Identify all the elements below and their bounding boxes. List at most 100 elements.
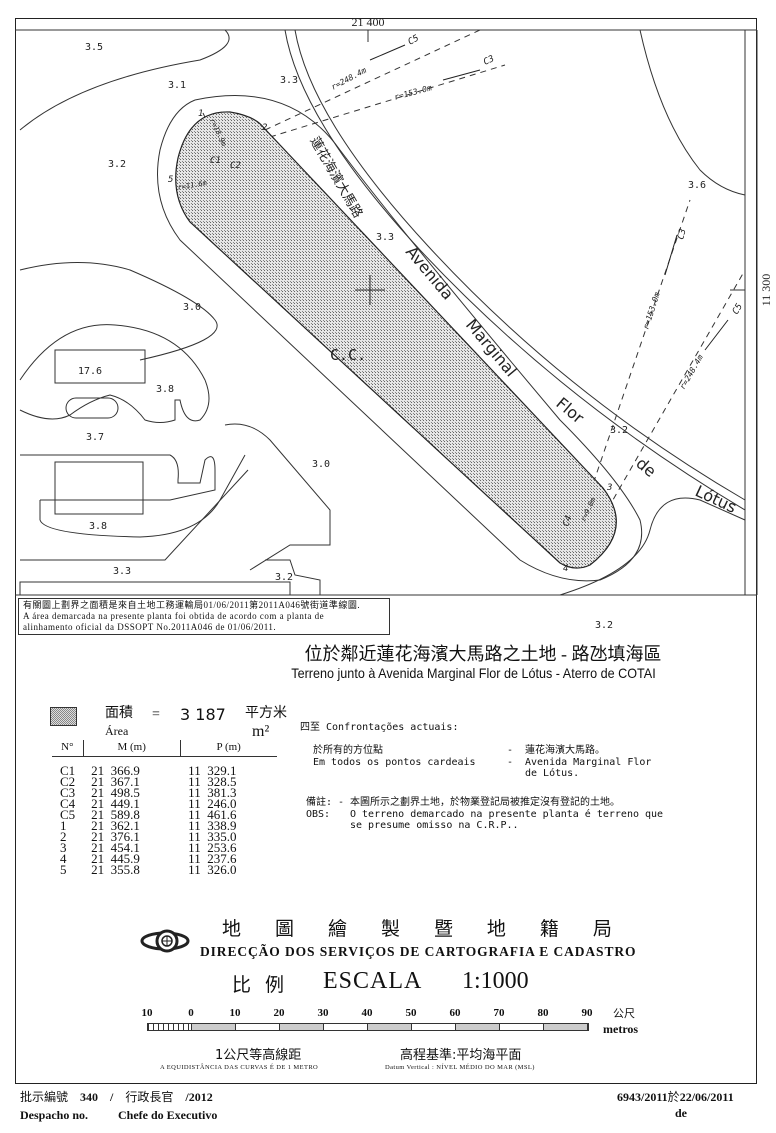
- title-zh: 位於鄰近蓮花海濱大馬路之土地 - 路氹填海區: [304, 644, 662, 664]
- elevation-label: 3.3: [376, 232, 394, 243]
- elevation-label: 3.8: [156, 384, 174, 395]
- elevation-label: 3.2: [275, 572, 293, 583]
- confrontation-dash: -: [507, 745, 514, 756]
- parcel-legend-swatch: [50, 707, 77, 726]
- agency-name-zh: 地圖繪製暨地籍局: [222, 918, 612, 940]
- elevation-label: 3.2: [610, 425, 628, 436]
- elevation-label: 3.6: [688, 180, 706, 191]
- scale-bar: [147, 1023, 589, 1031]
- curve-label: C4: [561, 514, 574, 528]
- scale-label: ESCALA: [323, 968, 423, 994]
- agency-name-char: 繪: [327, 918, 347, 940]
- source-note-pt-1: A área demarcada na presente planta foi …: [23, 611, 325, 621]
- p-coordinate-cell: 11 237.6: [188, 851, 237, 866]
- scale-tick-label: 0: [188, 1007, 194, 1019]
- m-coordinate-cell: 21 366.9: [91, 763, 140, 778]
- contour-interval-pt: A EQUIDISTÂNCIA DAS CURVAS É DE 1 METRO: [160, 1064, 319, 1071]
- scale-tick-label: 50: [405, 1007, 417, 1019]
- scale-tick-label: 30: [317, 1007, 329, 1019]
- reference-date: 22/06/2011: [679, 1090, 734, 1104]
- reference-number: 6943/2011: [617, 1090, 668, 1104]
- confrontations-heading: 四至 Confrontações actuais:: [300, 722, 459, 733]
- direction-arrows: [369, 44, 729, 351]
- area-unit-zh: 平方米: [245, 705, 287, 721]
- m-coordinate-cell: 21 362.1: [91, 818, 140, 833]
- table-row: C1 21 366.9 11 329.1: [52, 757, 277, 777]
- m-coordinate-cell: 21 355.8: [91, 862, 140, 877]
- p-coordinate-cell: 11 246.0: [188, 796, 237, 811]
- area-label-zh: 面積: [105, 705, 133, 721]
- point-id-cell: C5: [60, 807, 76, 822]
- obs-pt-1: O terreno demarcado na presente planta é…: [350, 809, 664, 820]
- obs-label-zh: 備註: -: [306, 797, 345, 808]
- confrontation-right-pt-2: de Lótus.: [525, 768, 580, 779]
- despacho-number: 340: [80, 1090, 99, 1104]
- confrontation-right-zh: 蓮花海濱大馬路。: [525, 745, 605, 756]
- area-unit: m²: [252, 723, 270, 740]
- p-coordinate-cell: 11 329.1: [188, 763, 237, 778]
- reference-line: 6943/2011於22/06/2011: [617, 1090, 734, 1104]
- datum-pt: Datum Vertical : NÍVEL MÉDIO DO MAR (MSL…: [385, 1064, 535, 1071]
- source-note-pt-2: alinhamento oficial da DSSOPT No.2011A04…: [23, 622, 277, 632]
- elevation-label: 3.3: [113, 566, 131, 577]
- agency-name-char: 製: [380, 918, 400, 940]
- point-label: 1: [198, 109, 203, 119]
- radius-label: r=248.4m: [330, 66, 368, 92]
- column-header: M (m): [82, 740, 181, 757]
- scale-tick-label: 60: [449, 1007, 461, 1019]
- point-label: 2: [262, 123, 267, 133]
- agency-name-pt: DIRECÇÃO DOS SERVIÇOS DE CARTOGRAFIA E C…: [200, 944, 637, 959]
- despacho-label-pt: Despacho no.: [20, 1108, 89, 1122]
- source-note: 有關圖上劃界之面積是來自土地工務運輸局01/06/2011第2011A046號街…: [18, 598, 390, 635]
- point-id-cell: C1: [60, 763, 76, 778]
- elevation-label: 3.1: [168, 80, 186, 91]
- obs-label-pt: OBS:: [306, 809, 331, 820]
- m-coordinate-cell: 21 376.1: [91, 829, 140, 844]
- source-note-zh: 有關圖上劃界之面積是來自土地工務運輸局01/06/2011第2011A046號街…: [23, 600, 361, 610]
- m-coordinate-cell: 21 454.1: [91, 840, 140, 855]
- elevation-label: 3.0: [183, 302, 201, 313]
- scale-unit-pt: metros: [603, 1022, 639, 1036]
- p-coordinate-cell: 11 326.0: [188, 862, 237, 877]
- point-id-cell: C4: [60, 796, 76, 811]
- date-label-pt: de: [675, 1106, 687, 1120]
- despacho-line: 批示編號 340 / 行政長官 /2012: [20, 1090, 213, 1104]
- despacho-label-zh: 批示編號: [20, 1090, 69, 1104]
- m-coordinate-cell: 21 367.1: [91, 774, 140, 789]
- scale-tick-label: 80: [537, 1007, 549, 1019]
- point-id-cell: 4: [60, 851, 67, 866]
- scale-tick-label: 20: [273, 1007, 285, 1019]
- curve-label: C5: [731, 302, 745, 316]
- confrontation-left-zh: 於所有的方位點: [313, 745, 383, 756]
- obs-pt-2: se presume omisso na C.R.P..: [350, 820, 519, 831]
- point-id-cell: 3: [60, 840, 67, 855]
- curve-label: C3: [676, 228, 688, 241]
- point-label: 4: [563, 564, 568, 574]
- demarcated-parcel: [175, 111, 617, 569]
- elevation-label: 3.5: [85, 42, 103, 53]
- chefe-label-zh: 行政長官: [125, 1090, 174, 1104]
- column-header: N°: [52, 740, 84, 757]
- street-name-4: de: [632, 454, 660, 481]
- title-pt: Terreno junto à Avenida Marginal Flor de…: [291, 665, 656, 681]
- p-coordinate-cell: 11 335.0: [188, 829, 237, 844]
- despacho-year: /2012: [185, 1090, 213, 1104]
- point-label: 5: [168, 175, 173, 185]
- elevation-label: 3.2: [108, 159, 126, 170]
- date-label-zh: 於: [667, 1090, 680, 1104]
- point-id-cell: 2: [60, 829, 67, 844]
- curve-label: C5: [407, 34, 421, 48]
- elevation-label: 3.3: [280, 75, 298, 86]
- contour-interval-zh: 1公尺等高線距: [215, 1048, 302, 1063]
- radius-label: r=248.4m: [678, 353, 705, 391]
- m-coordinate-cell: 21 449.1: [91, 796, 140, 811]
- point-id-cell: C2: [60, 774, 76, 789]
- point-id-cell: 5: [60, 862, 67, 877]
- scale-value: 1:1000: [462, 968, 529, 994]
- p-coordinate-cell: 11 381.3: [188, 785, 237, 800]
